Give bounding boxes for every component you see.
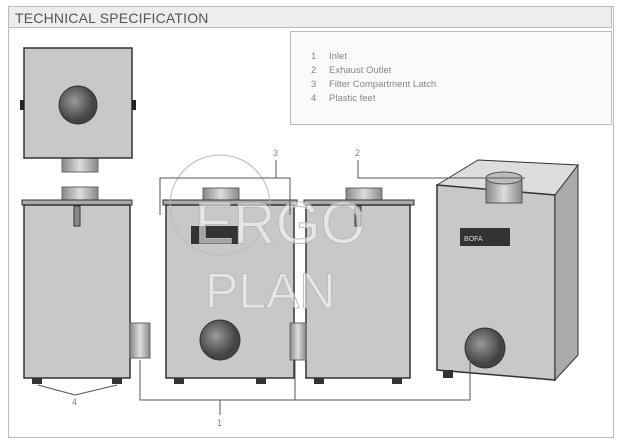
page-title: TECHNICAL SPECIFICATION (15, 10, 209, 26)
top-view (20, 47, 136, 173)
brand-badge: BOFA (464, 236, 483, 243)
callout-4: 4 (72, 397, 77, 407)
side-view-left (21, 186, 151, 384)
rear-view (289, 187, 415, 384)
front-view (162, 187, 298, 384)
watermark-line1: ERGO (195, 191, 366, 256)
header-bar: TECHNICAL SPECIFICATION (8, 6, 612, 28)
leader-lines (37, 160, 525, 415)
front-badge-plate (191, 226, 239, 244)
callout-2: 2 (355, 148, 360, 158)
callout-1: 1 (217, 418, 222, 428)
callout-3: 3 (273, 148, 278, 158)
watermark: ERGO PLAN (169, 154, 366, 320)
watermark-line2: PLAN (205, 263, 336, 319)
isometric-view: BOFA (435, 159, 579, 382)
